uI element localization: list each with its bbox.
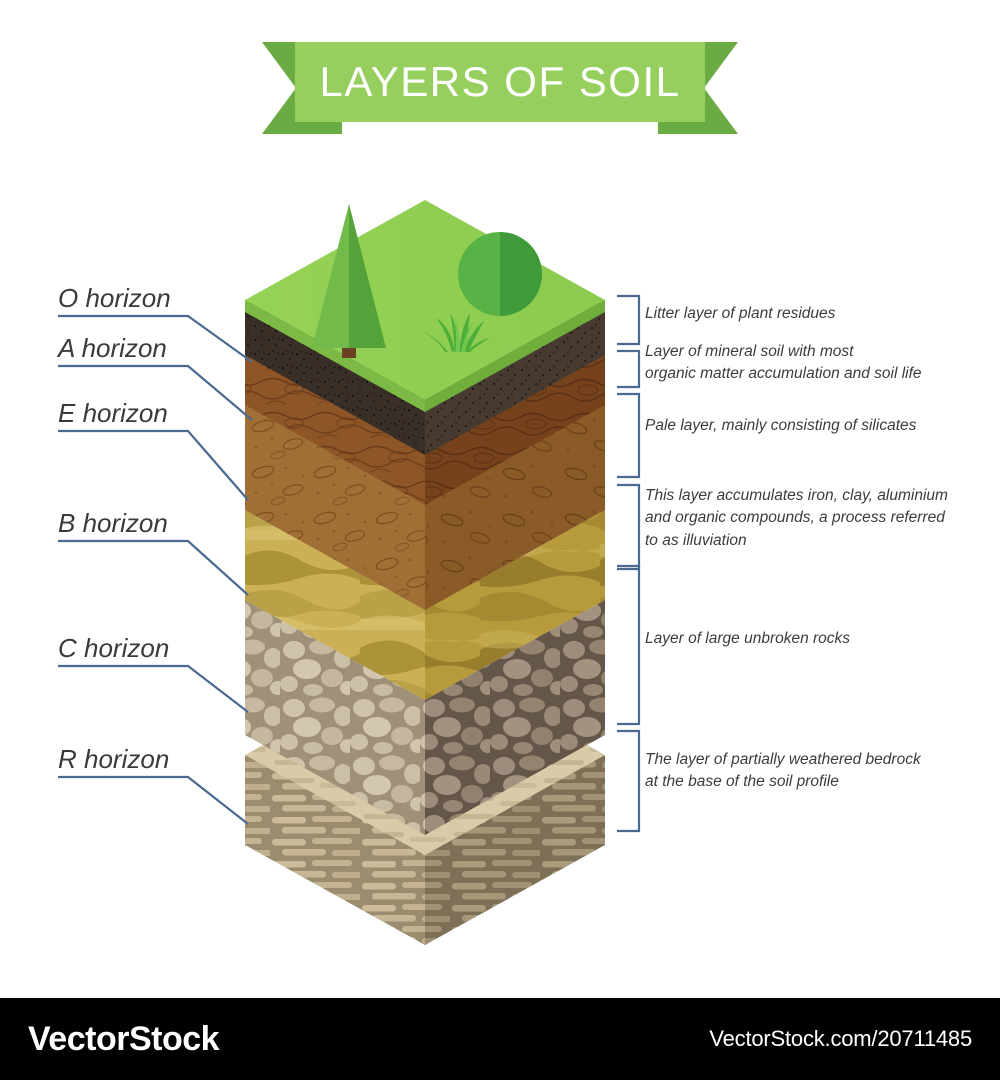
horizon-label-a: A horizon <box>58 333 167 363</box>
footer-brand: VectorStock <box>28 1019 220 1058</box>
horizon-desc-o: Litter layer of plant residues <box>645 305 836 322</box>
horizon-label-c: C horizon <box>58 633 170 663</box>
horizon-label-e: E horizon <box>58 398 168 428</box>
footer-bar: VectorStock VectorStock.com/20711485 <box>0 998 1000 1080</box>
round-bush-icon <box>458 232 542 316</box>
horizon-desc-e: Pale layer, mainly consisting of silicat… <box>645 417 917 434</box>
ribbon-body: LAYERS OF SOIL <box>295 42 705 122</box>
vegetation-group <box>312 204 542 358</box>
soil-block-illustration <box>245 200 605 945</box>
horizon-label-b: B horizon <box>58 508 168 538</box>
grass-tuft-highlight <box>455 316 473 352</box>
horizon-desc-b: This layer accumulates iron, clay, alumi… <box>645 487 948 549</box>
footer-url: VectorStock.com/20711485 <box>709 1026 972 1051</box>
title-ribbon: LAYERS OF SOIL <box>0 42 1000 147</box>
horizon-desc-c: Layer of large unbroken rocks <box>645 630 851 647</box>
horizon-label-o: O horizon <box>58 283 171 313</box>
page-title: LAYERS OF SOIL <box>319 58 681 105</box>
horizon-label-r: R horizon <box>58 744 170 774</box>
conifer-tree-icon <box>312 204 386 358</box>
horizon-desc-r: The layer of partially weathered bedrock… <box>645 751 921 791</box>
